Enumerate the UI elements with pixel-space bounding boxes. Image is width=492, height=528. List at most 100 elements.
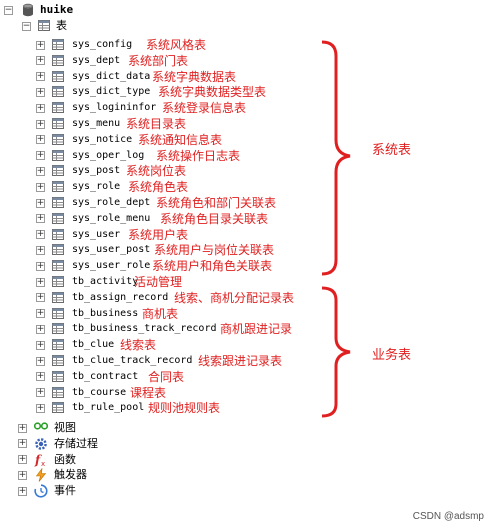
table-icon: [52, 54, 64, 66]
tables-folder-row[interactable]: − 表: [22, 18, 222, 34]
clock-icon: [34, 484, 48, 498]
expand-toggle[interactable]: +: [36, 229, 45, 240]
gear-icon: [34, 437, 48, 451]
table-row[interactable]: +sys_dept: [36, 53, 326, 69]
table-icon: [52, 212, 64, 224]
expand-toggle[interactable]: +: [36, 213, 45, 224]
object-type-label: 事件: [54, 484, 76, 498]
collapse-toggle[interactable]: −: [4, 4, 13, 15]
table-name: tb_activity: [72, 276, 139, 287]
table-annotation: 规则池规则表: [148, 401, 221, 416]
expand-toggle[interactable]: +: [18, 469, 27, 480]
table-row[interactable]: + sys_config: [36, 37, 326, 53]
table-annotation: 线索表: [120, 338, 157, 353]
table-icon: [52, 102, 64, 114]
expand-toggle[interactable]: +: [36, 181, 45, 192]
table-name: tb_clue: [72, 339, 115, 351]
table-row[interactable]: + sys_oper_log: [36, 148, 326, 164]
table-icon: [52, 133, 64, 145]
table-row[interactable]: + sys_dict_data: [36, 69, 326, 85]
svg-text:x: x: [41, 460, 45, 467]
table-name: sys_config: [72, 39, 133, 50]
table-row[interactable]: + tb_course: [36, 385, 326, 401]
table-name: sys_oper_log: [72, 149, 145, 161]
table-row[interactable]: +sys_notice: [36, 132, 326, 148]
expand-toggle[interactable]: +: [36, 308, 45, 319]
table-icon: [52, 355, 64, 366]
table-row[interactable]: +sys_logininfor: [36, 100, 326, 116]
expand-toggle[interactable]: +: [36, 150, 45, 161]
object-type-label: 存储过程: [54, 436, 98, 450]
expand-toggle[interactable]: +: [36, 323, 45, 334]
expand-toggle[interactable]: +: [36, 197, 45, 208]
table-name: tb_clue_track_record: [72, 355, 193, 366]
table-row[interactable]: +tb_rule_pool: [36, 400, 326, 416]
table-icon: [52, 70, 64, 82]
table-name: sys_role: [72, 181, 121, 193]
table-icon: [52, 86, 64, 98]
table-name: sys_post: [72, 165, 121, 177]
table-annotation: 系统角色表: [128, 180, 189, 195]
object-type-row[interactable]: +触发器: [18, 467, 218, 483]
expand-toggle[interactable]: +: [36, 165, 45, 176]
expand-toggle[interactable]: +: [18, 454, 27, 465]
expand-toggle[interactable]: +: [36, 260, 45, 271]
table-icon: [52, 39, 64, 50]
object-type-row[interactable]: + 存储过程: [18, 436, 218, 452]
table-icon: [52, 276, 64, 287]
object-type-row[interactable]: + 事件: [18, 483, 218, 499]
expand-toggle[interactable]: +: [36, 39, 45, 50]
table-name: sys_user: [72, 228, 121, 240]
expand-toggle[interactable]: +: [36, 387, 45, 398]
table-row[interactable]: + sys_role: [36, 179, 326, 195]
table-row[interactable]: +sys_dict_type: [36, 84, 326, 100]
table-row[interactable]: +sys_menu: [36, 116, 326, 132]
table-row[interactable]: +sys_user_role: [36, 258, 326, 274]
expand-toggle[interactable]: +: [36, 102, 45, 113]
table-icon: [52, 260, 64, 272]
table-row[interactable]: + sys_user: [36, 227, 326, 243]
table-row[interactable]: + tb_activity: [36, 274, 326, 290]
database-name: huike: [40, 3, 74, 16]
table-row[interactable]: +sys_role_dept: [36, 195, 326, 211]
database-icon: [23, 3, 33, 17]
table-row[interactable]: + tb_clue: [36, 337, 326, 353]
expand-toggle[interactable]: +: [36, 355, 45, 366]
table-name: sys_dict_data: [72, 70, 151, 82]
expand-toggle[interactable]: +: [36, 86, 45, 97]
expand-toggle[interactable]: +: [18, 438, 27, 449]
table-annotation: 系统字典数据类型表: [158, 85, 267, 100]
table-annotation: 系统通知信息表: [138, 132, 223, 147]
table-row[interactable]: + tb_clue_track_record: [36, 353, 326, 369]
table-row[interactable]: + sys_post: [36, 163, 326, 179]
table-icon: [52, 323, 64, 335]
expand-toggle[interactable]: +: [36, 55, 45, 66]
table-annotation: 系统岗位表: [126, 164, 187, 179]
table-annotation: 系统角色目录关联表: [160, 211, 269, 226]
table-row[interactable]: +sys_user_post: [36, 242, 326, 258]
table-row[interactable]: +tb_assign_record: [36, 290, 326, 306]
table-row[interactable]: +tb_business: [36, 306, 326, 322]
table-name: tb_course: [72, 386, 127, 398]
expand-toggle[interactable]: +: [36, 371, 45, 382]
expand-toggle[interactable]: +: [36, 71, 45, 82]
table-row[interactable]: +tb_contract: [36, 369, 326, 385]
table-row[interactable]: + sys_role_menu: [36, 211, 326, 227]
table-icon: [52, 307, 64, 319]
table-name: sys_role_menu: [72, 212, 151, 224]
expand-toggle[interactable]: +: [36, 292, 45, 303]
table-row[interactable]: +tb_business_track_record: [36, 321, 326, 337]
expand-toggle[interactable]: +: [36, 118, 45, 129]
expand-toggle[interactable]: +: [36, 244, 45, 255]
table-icon: [52, 118, 64, 129]
db-node-row[interactable]: − huike: [4, 2, 204, 18]
expand-toggle[interactable]: +: [18, 422, 27, 433]
expand-toggle[interactable]: +: [36, 402, 45, 413]
expand-toggle[interactable]: +: [18, 485, 27, 496]
expand-toggle[interactable]: +: [36, 276, 45, 287]
object-type-row[interactable]: +视图: [18, 420, 218, 436]
expand-toggle[interactable]: +: [36, 339, 45, 350]
collapse-toggle[interactable]: −: [22, 20, 31, 31]
expand-toggle[interactable]: +: [36, 134, 45, 145]
